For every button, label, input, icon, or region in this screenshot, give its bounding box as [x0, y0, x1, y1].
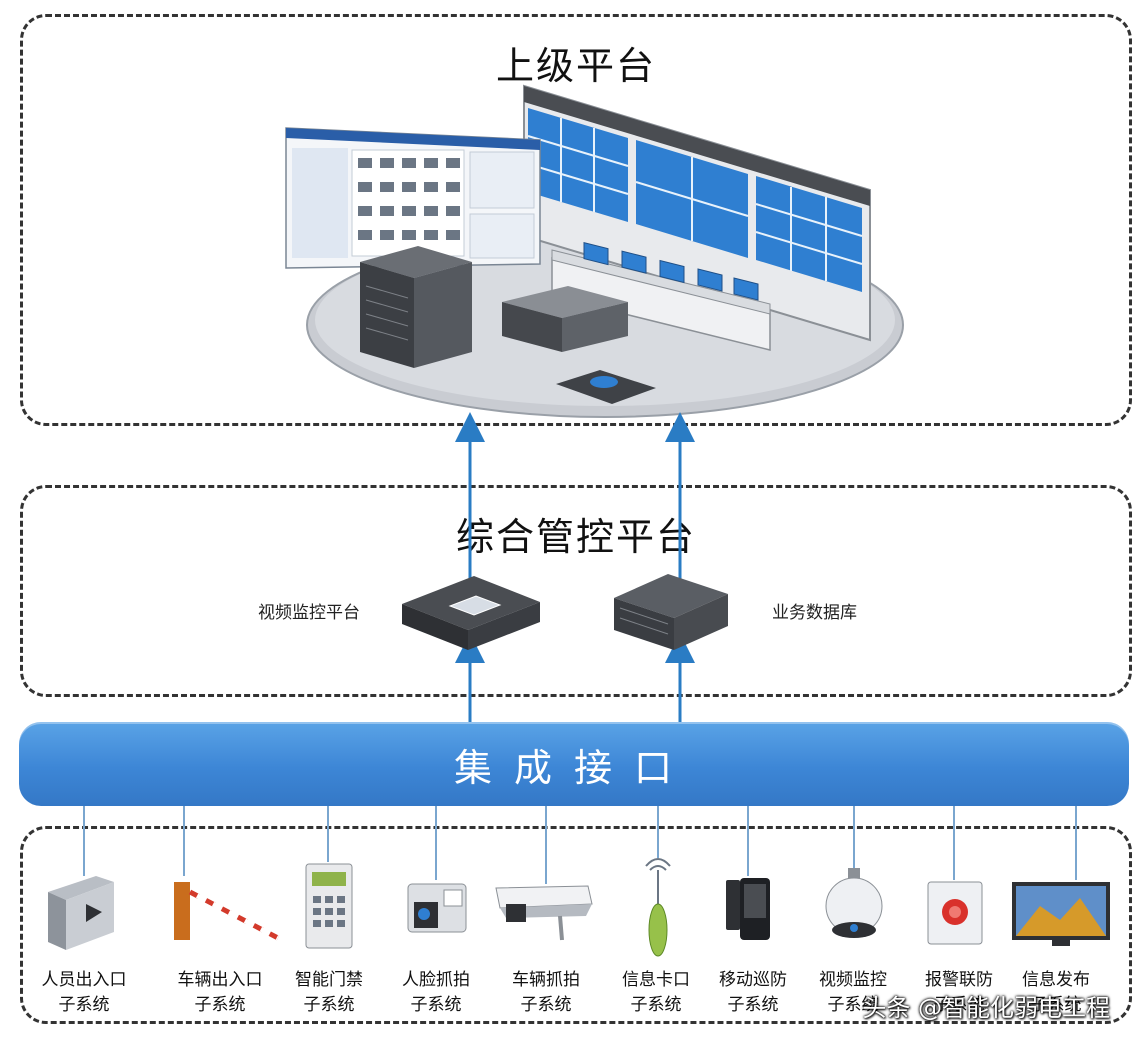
- handheld-terminal-icon: [726, 878, 770, 940]
- watermark: 头条 @智能化弱电工程: [862, 994, 1110, 1022]
- subsystem-label: 人脸抓拍子系统: [402, 970, 470, 1015]
- subsystem-label: 车辆出入口子系统: [177, 970, 263, 1015]
- alarm-button-icon: [927, 881, 983, 945]
- storage-server-icon: [502, 286, 628, 352]
- video-wall-icon: [523, 84, 871, 342]
- display-screen-icon: [1012, 882, 1110, 946]
- integration-interface-label: 集成接口: [453, 745, 694, 790]
- business-database-label: 业务数据库: [772, 603, 857, 623]
- server-cabinet-icon: [360, 246, 472, 368]
- management-platform-title: 综合管控平台: [455, 515, 696, 559]
- subsystem-label: 视频监控子系统: [819, 970, 887, 1015]
- upper-platform-title: 上级平台: [495, 44, 656, 88]
- subsystem-label: 移动巡防子系统: [719, 970, 787, 1015]
- command-center-illustration: [285, 84, 904, 418]
- subsystem-label: 车辆抓拍子系统: [512, 970, 580, 1015]
- data-flow-arrows: [455, 412, 695, 722]
- video-platform-server-icon: [402, 576, 540, 650]
- subsystem-label: 报警联防子系统: [925, 970, 993, 1015]
- face-camera-icon: [407, 883, 467, 933]
- subsystem-label: 信息卡口子系统: [622, 970, 690, 1015]
- video-platform-label: 视频监控平台: [258, 603, 360, 623]
- access-keypad-icon: [305, 863, 353, 949]
- subsystems-zone: [20, 826, 1132, 1024]
- software-interface-icon: [285, 127, 541, 269]
- dome-camera-icon: [825, 868, 883, 938]
- integration-interface-bus: 集成接口: [19, 722, 1129, 806]
- upper-platform-zone: 上级平台: [20, 14, 1132, 426]
- keyboard-controller-icon: [556, 370, 656, 404]
- antenna-icon: [645, 858, 671, 957]
- subsystem-label: 人员出入口子系统: [41, 970, 127, 1015]
- barrier-gate-icon: [174, 882, 280, 941]
- subsystem-connectors: [83, 806, 1077, 884]
- turnstile-icon: [48, 876, 114, 950]
- operator-console-icon: [551, 241, 771, 351]
- subsystem-label: 信息发布子系统: [1022, 970, 1090, 1015]
- bullet-camera-icon: [495, 885, 593, 941]
- database-server-icon: [614, 574, 728, 650]
- management-platform-zone: 综合管控平台: [20, 485, 1132, 697]
- subsystem-label: 智能门禁子系统: [295, 970, 363, 1015]
